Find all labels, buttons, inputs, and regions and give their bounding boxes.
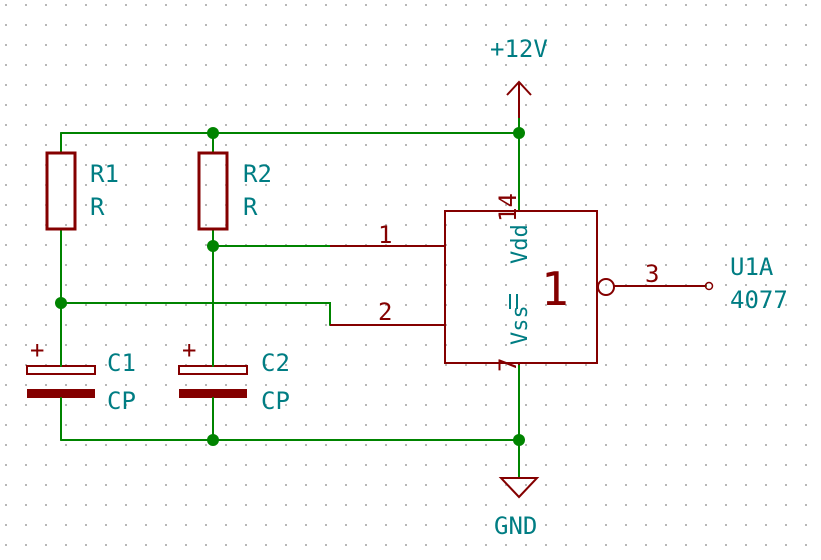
junction-dot (207, 127, 219, 139)
ground-symbol-icon (498, 477, 540, 499)
u1-ref: U1A (730, 253, 774, 281)
resistor-r2-body (197, 151, 229, 231)
pin-1-number: 1 (378, 221, 392, 249)
c1-polarity: + (30, 336, 44, 364)
c1-value: CP (107, 387, 136, 415)
resistor-r2[interactable]: R2 R (197, 151, 272, 231)
c2-ref: C2 (261, 349, 290, 377)
junctions (55, 127, 525, 446)
pin-name-vss: Vss (508, 305, 533, 345)
u1-value: 4077 (730, 286, 788, 314)
junction-dot (207, 240, 219, 252)
junction-dot (207, 434, 219, 446)
capacitor-c1-plate-negative (27, 389, 95, 398)
r2-value: R (243, 193, 258, 221)
pin-14-number: 14 (494, 193, 522, 222)
c2-polarity: + (182, 336, 196, 364)
resistor-r1-body (45, 151, 77, 231)
junction-dot (55, 297, 67, 309)
power-gnd[interactable]: GND (494, 477, 540, 540)
power-arrow-icon (506, 80, 532, 96)
power-vcc[interactable]: +12V (490, 35, 548, 118)
c2-value: CP (261, 387, 290, 415)
output-terminal-icon (704, 281, 714, 291)
ic-u1a[interactable]: 1 2 3 14 7 Vdd Vss 1 U1A 4077 (330, 193, 788, 372)
capacitor-c2[interactable]: + C2 CP (178, 336, 290, 415)
vcc-label: +12V (490, 35, 548, 63)
junction-dot (513, 434, 525, 446)
pin-3-number: 3 (645, 260, 659, 288)
pin-2-number: 2 (378, 298, 392, 326)
capacitor-c2-plate-negative (179, 389, 247, 398)
wires (60, 117, 707, 479)
pin-7-number: 7 (494, 358, 522, 372)
gate-unit-number: 1 (541, 262, 569, 316)
r2-ref: R2 (243, 160, 272, 188)
junction-dot (513, 127, 525, 139)
r1-ref: R1 (90, 160, 119, 188)
capacitor-c1[interactable]: + C1 CP (26, 336, 136, 415)
c1-ref: C1 (107, 349, 136, 377)
wire-net-pin2 (60, 302, 331, 326)
pin-name-vdd: Vdd (508, 224, 533, 264)
gnd-label: GND (494, 512, 537, 540)
resistor-r1[interactable]: R1 R (45, 151, 119, 231)
r1-value: R (90, 193, 105, 221)
